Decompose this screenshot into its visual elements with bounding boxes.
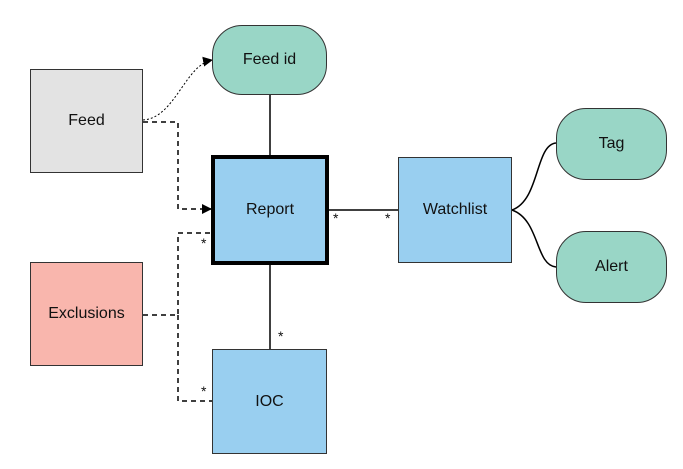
feed-to-feedid-connector (142, 56, 213, 121)
feed-to-report-connector (143, 121, 212, 214)
exclusions-to-ioc-connector (177, 315, 212, 402)
multiplicity-report-watchlist-report-end: * (333, 210, 339, 226)
multiplicity-report-watchlist-watchlist-end: * (385, 210, 391, 226)
feed-label: Feed (68, 112, 105, 129)
tag-label: Tag (598, 135, 625, 152)
multiplicity-ioc-exclusions: * (201, 383, 207, 399)
ioc-label: IOC (255, 392, 284, 410)
feed-node: Feed (30, 69, 143, 173)
exclusions-to-report-connector (143, 232, 212, 316)
feed-id-node: Feed id (212, 25, 327, 95)
exclusions-node: Exclusions (30, 262, 143, 366)
report-node: Report (211, 155, 329, 265)
watchlist-label: Watchlist (422, 201, 488, 218)
watchlist-to-tag-connector (511, 142, 557, 211)
exclusions-label: Exclusions (48, 305, 125, 322)
alert-label: Alert (595, 258, 628, 275)
multiplicity-report-exclusions: * (201, 235, 207, 251)
watchlist-node: Watchlist (398, 157, 512, 263)
feed-id-label: Feed id (242, 51, 297, 68)
tag-node: Tag (556, 108, 667, 180)
report-label: Report (245, 201, 295, 218)
alert-node: Alert (556, 231, 667, 303)
ioc-node: IOC (212, 349, 327, 454)
watchlist-to-alert-connector (511, 209, 557, 268)
multiplicity-report-ioc: * (278, 328, 284, 344)
